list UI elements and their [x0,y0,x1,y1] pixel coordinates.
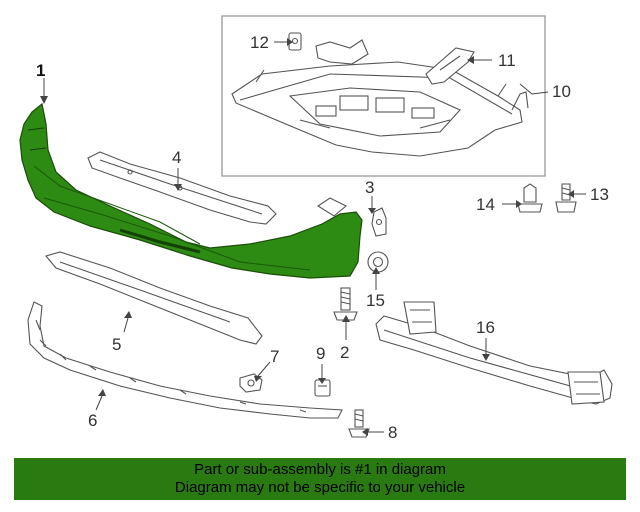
callout-8: 8 [388,423,397,442]
callout-16: 16 [476,318,495,337]
part-bracket-11[interactable] [425,47,475,85]
inset-box-splash-shield [221,15,546,177]
banner-line-1: Part or sub-assembly is #1 in diagram [194,461,446,478]
callout-15: 15 [366,291,385,310]
callout-12: 12 [250,33,269,52]
callout-1: 1 [36,61,45,80]
leader-lines [43,41,586,433]
part-bolt-2[interactable] [333,287,358,321]
callout-11: 11 [498,51,516,70]
callout-6: 6 [88,411,97,430]
part-bracket-3[interactable] [316,197,387,237]
callout-9: 9 [316,344,325,363]
part-impact-bar-16[interactable] [375,301,613,405]
part-splash-shield[interactable] [231,61,529,157]
part-screw-13[interactable] [555,183,577,213]
part-grommet-15[interactable] [367,251,389,273]
callout-7: 7 [270,347,279,366]
part-trim-strip-6[interactable] [27,301,343,419]
part-deflector-5[interactable] [45,251,263,345]
leader-arrowheads [40,38,574,436]
banner-line-2: Diagram may not be specific to your vehi… [174,479,466,496]
part-upper-support-4[interactable] [87,151,277,225]
callout-2: 2 [340,343,349,362]
info-banner: Part or sub-assembly is #1 in diagram Di… [14,458,626,500]
part-lower-fascia-highlighted[interactable] [19,102,363,279]
callout-3: 3 [365,178,374,197]
part-bracket-inset-left [315,39,369,65]
part-push-pin-14[interactable] [517,183,543,213]
callout-4: 4 [172,148,181,167]
callout-5: 5 [112,335,121,354]
callout-14: 14 [476,195,495,214]
callout-10: 10 [552,82,571,101]
callout-13: 13 [590,185,609,204]
